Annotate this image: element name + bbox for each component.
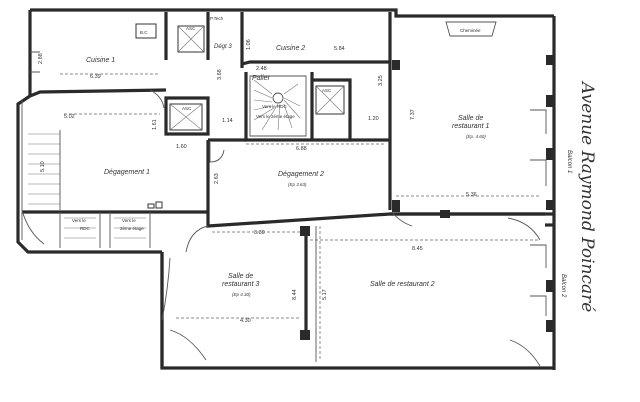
room-label-degagement-1: Dégagement 1: [104, 169, 150, 176]
fireplace-label: Cheminée: [460, 28, 481, 33]
elevator-boxes: [135, 23, 345, 131]
dimension: 2.88: [38, 53, 44, 64]
dimension: 2.48: [256, 66, 267, 72]
room-label-salle-3-line-1: Salle de: [228, 273, 253, 280]
dimension: 6.88: [296, 146, 307, 152]
dimension: 2.63: [214, 173, 220, 184]
dimension: 4.30: [240, 318, 251, 324]
dimension: 5.84: [334, 46, 345, 52]
room-label-salle-1-line-2: restaurant 1: [452, 123, 489, 130]
lower-stair-label-rdc-2: RDC: [80, 226, 90, 231]
dimension: 3.25: [378, 75, 384, 86]
room-label-cuisine-2: Cuisine 2: [276, 45, 305, 52]
dimension: 5.17: [322, 289, 328, 300]
lower-stair-label-2eme-1: Vers le: [122, 218, 136, 223]
stair-label-rdc: Vers le RDC: [262, 104, 288, 109]
lower-left-stairs: [59, 201, 163, 248]
dimension: 1.60: [176, 144, 187, 150]
lower-stair-label-2eme-2: 2ème étage: [120, 226, 144, 231]
staircase: [249, 75, 307, 137]
room-label-salle-1-line-1: Salle de: [458, 115, 483, 122]
elevator-label-2: ASC: [322, 88, 332, 93]
room-label-cuisine-1: Cuisine 1: [86, 57, 115, 64]
doors: [30, 51, 547, 316]
stair-label-2eme: Vers le 2ème étage: [256, 114, 295, 119]
lower-stair-label-rdc-1: Vers le: [72, 218, 86, 223]
exterior-walls: [16, 8, 556, 370]
technical-room-label: P.Tech: [210, 16, 224, 21]
area-note-degagement-2: (Ep 3.63): [288, 182, 307, 187]
area-note-salle-3: (Ep 4.30): [232, 292, 251, 297]
dimension: 1.61: [152, 119, 158, 130]
room-label-degt-3: Dégt 3: [214, 44, 232, 50]
room-label-palier: Palier: [252, 75, 271, 82]
dimension: 3.68: [217, 69, 223, 80]
dimension: 5.10: [40, 161, 46, 172]
dimension: 7.37: [410, 109, 416, 120]
fireplace: [445, 21, 497, 37]
curved-corners: [21, 89, 541, 367]
balcony-label-1: Balcon 1: [566, 150, 572, 173]
room-label-salle-3-line-2: restaurant 3: [222, 281, 259, 288]
bc-label: B.C: [140, 30, 148, 35]
dimension: 1.20: [368, 116, 379, 122]
dimension: 8.44: [292, 289, 298, 300]
dimension: 5.02: [64, 114, 75, 120]
elevator-label-3: ASC: [182, 106, 192, 111]
pillars: [300, 55, 554, 340]
dimension: 8.45: [412, 246, 423, 252]
dimension: 1.14: [222, 118, 233, 124]
balcony-label-2: Balcon 2: [560, 274, 566, 298]
left-stairs: [28, 130, 61, 210]
street-name: Avenue Raymond Poincaré: [577, 80, 597, 312]
area-note-salle-1: (Ep. 4.60): [466, 134, 486, 139]
dimension: 5.36: [466, 192, 477, 198]
room-label-degagement-2: Dégagement 2: [278, 171, 324, 178]
elevator-label-1: ASC: [186, 26, 196, 31]
interior-walls: [22, 12, 554, 368]
dimension: 3.30: [254, 230, 265, 236]
room-label-salle-2: Salle de restaurant 2: [370, 281, 435, 288]
dimension-lines: [60, 73, 540, 360]
dimension: 1.06: [246, 39, 252, 50]
dimension: 6.39: [90, 74, 101, 80]
